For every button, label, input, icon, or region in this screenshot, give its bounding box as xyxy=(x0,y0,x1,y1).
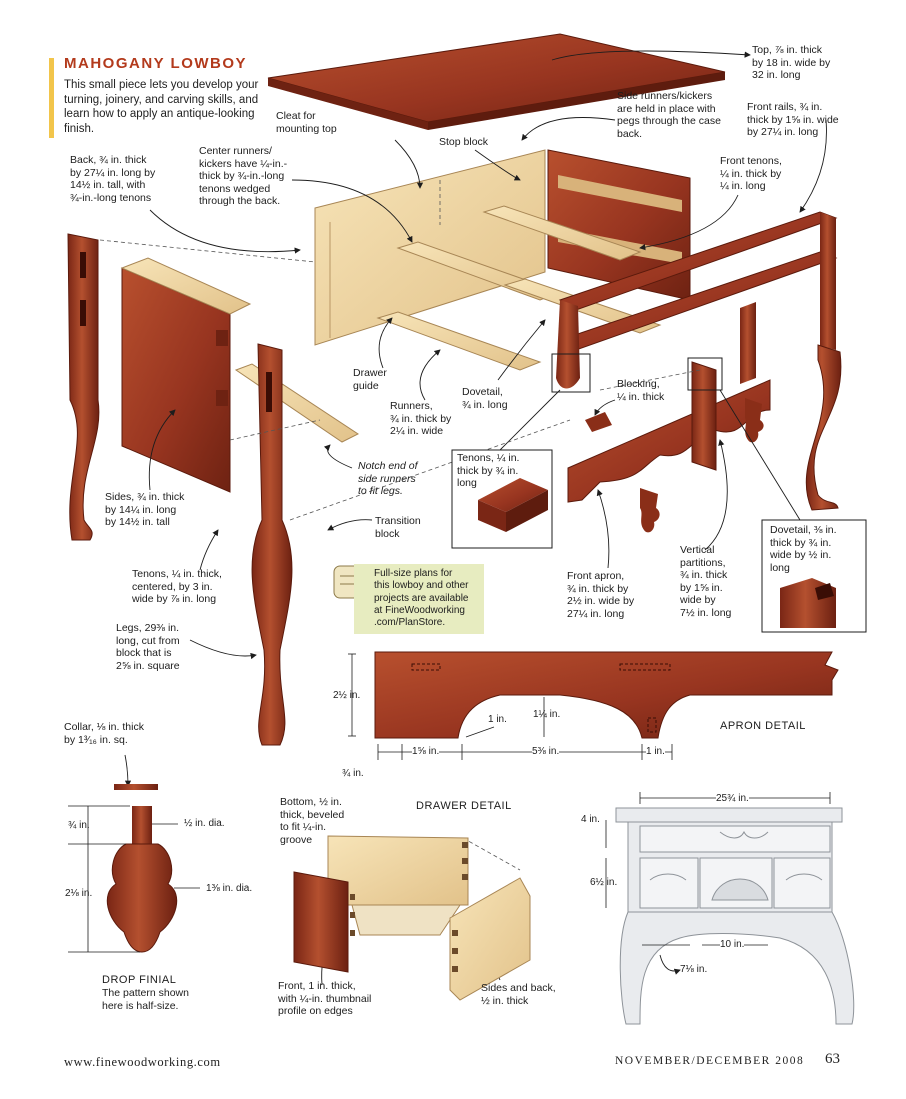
label-sides: Sides, ¾ in. thick by 14¼ in. long by 14… xyxy=(105,491,185,528)
label-stop-block: Stop block xyxy=(439,136,489,148)
page-number: 63 xyxy=(825,1051,840,1067)
finial-collar-label: Collar, ⅛ in. thick by 1³⁄₁₆ in. sq. xyxy=(64,721,144,746)
label-drawer-guide: Drawer guide xyxy=(353,367,387,392)
footer-issue: NOVEMBER/DECEMBER 2008 xyxy=(615,1055,805,1067)
elevation-side-drawer-dim: 7⅛ in. xyxy=(680,964,708,975)
detail-callout-box-right xyxy=(687,357,723,391)
top-board xyxy=(267,33,726,130)
page-title: MAHOGANY LOWBOY xyxy=(64,55,248,72)
dovetail-inset xyxy=(761,519,867,633)
drawer-bottom-label: Bottom, ½ in. thick, beveled to fit ¼-in… xyxy=(280,796,345,846)
drawer-sides-back-label: Sides and back, ½ in. thick xyxy=(481,982,556,1007)
elevation-drawing xyxy=(605,792,855,1025)
elevation-top-drawer-dim: 4 in. xyxy=(581,814,600,825)
apron-detail-drawing xyxy=(348,651,839,760)
header-accent-bar xyxy=(49,58,54,138)
drawer-front-label: Front, 1 in. thick, with ¼-in. thumbnail… xyxy=(278,980,372,1017)
label-runners: Runners, ¾ in. thick by 2¼ in. wide xyxy=(390,400,452,437)
apron-left-dim: 1⅝ in. xyxy=(412,746,440,758)
label-transition-block: Transition block xyxy=(375,515,421,540)
label-center-runners: Center runners/ kickers have ¼-in.- thic… xyxy=(199,145,288,207)
back-leg xyxy=(67,233,100,541)
plans-callout-box xyxy=(354,564,484,634)
label-side-runners: Side runners/kickers are held in place w… xyxy=(617,90,721,140)
apron-center-dim: 1 in. xyxy=(646,746,665,758)
label-legs: Legs, 29⅜ in. long, cut from block that … xyxy=(116,622,180,672)
intro-text: This small piece lets you develop your t… xyxy=(64,79,259,135)
front-apron xyxy=(567,361,771,533)
apron-detail-heading: APRON DETAIL xyxy=(720,720,806,732)
label-tenons-inset: Tenons, ¼ in. thick by ¾ in. long xyxy=(457,452,520,489)
finial-big-dia-dim: 1⅜ in. dia. xyxy=(206,883,253,894)
label-dovetail: Dovetail, ¾ in. long xyxy=(462,386,508,411)
elevation-center-drawer-dim: 10 in. xyxy=(720,939,745,951)
front-leg xyxy=(251,343,293,746)
label-front-tenons: Front tenons, ¼ in. thick by ¼ in. long xyxy=(720,155,782,192)
drawer-detail-heading: DRAWER DETAIL xyxy=(416,800,512,812)
tenon-inset xyxy=(451,449,553,549)
apron-offset-dim: ¾ in. xyxy=(342,768,364,779)
label-cleat: Cleat for mounting top xyxy=(276,110,337,135)
finial-body-height-dim: 2⅛ in. xyxy=(65,888,93,899)
apron-height-dim: 2½ in. xyxy=(333,690,361,701)
label-tenons-legs: Tenons, ¼ in. thick, centered, by 3 in. … xyxy=(132,568,222,605)
finial-top-height-dim: ¾ in. xyxy=(68,820,90,831)
detail-callout-box-left xyxy=(551,353,591,393)
apron-rise-dim: 1¼ in. xyxy=(533,709,561,720)
dashed-lines xyxy=(99,180,701,871)
label-vertical-partitions: Vertical partitions, ¾ in. thick by 1⅝ i… xyxy=(680,544,732,619)
side-runner xyxy=(234,363,359,443)
label-top: Top, ⅞ in. thick by 18 in. wide by 32 in… xyxy=(752,44,831,81)
front-frame xyxy=(556,211,842,511)
label-front-apron: Front apron, ¾ in. thick by 2½ in. wide … xyxy=(567,570,635,620)
label-front-rails: Front rails, ¾ in. thick by 1⅝ in. wide … xyxy=(747,101,839,138)
elevation-width-dim: 25¾ in. xyxy=(716,793,749,805)
label-back: Back, ¾ in. thick by 27¼ in. long by 14½… xyxy=(70,154,156,204)
label-dovetail-inset: Dovetail, ⅜ in. thick by ¾ in. wide by ½… xyxy=(770,524,837,574)
apron-span-dim: 5⅜ in. xyxy=(532,746,560,758)
finial-heading: DROP FINIAL xyxy=(102,974,177,986)
finial-note: The pattern shown here is half-size. xyxy=(102,987,189,1012)
apron-radius-dim: 1 in. xyxy=(488,714,507,725)
plans-callout-text: Full-size plans for this lowboy and othe… xyxy=(374,568,469,629)
label-notch: Notch end of side runners to fit legs. xyxy=(358,460,418,497)
footer-site-link[interactable]: www.finewoodworking.com xyxy=(64,1055,221,1069)
elevation-lower-drawer-dim: 6½ in. xyxy=(590,877,618,888)
finial-half-dia-dim: ½ in. dia. xyxy=(184,818,225,829)
side-panel xyxy=(120,257,252,493)
drop-finial-drawing xyxy=(68,784,200,953)
drawer-drawing xyxy=(293,835,531,1001)
label-blocking: Blocking, ¼ in. thick xyxy=(617,378,665,403)
